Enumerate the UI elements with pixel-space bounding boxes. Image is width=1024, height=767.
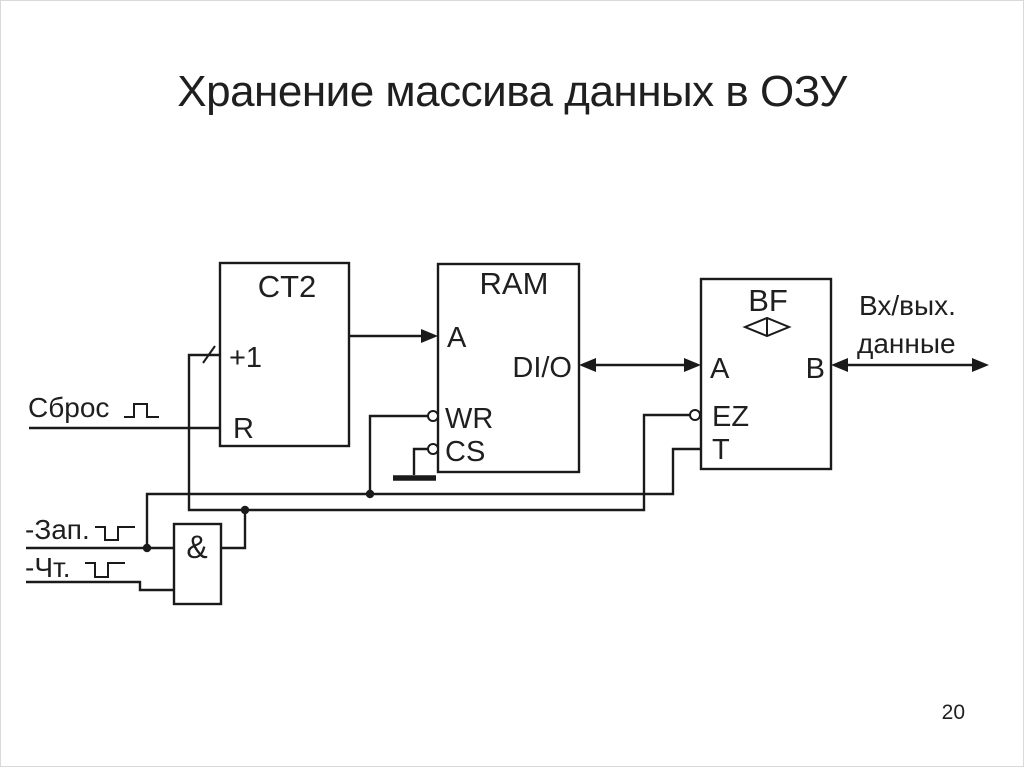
negative-pulse-icon xyxy=(85,562,125,578)
and-output-wire xyxy=(221,510,247,550)
and-gate-label: & xyxy=(186,529,207,565)
arrowhead-left xyxy=(579,358,596,372)
write-t-net xyxy=(145,447,701,548)
junction-dot xyxy=(240,505,250,515)
arrowhead-right xyxy=(684,358,701,372)
bus-label-line1: Вх/вых. xyxy=(859,290,956,321)
pin-chip-select: CS xyxy=(445,436,485,468)
and-gate-block xyxy=(172,522,223,606)
ram-label: RAM xyxy=(480,266,549,301)
buffer-label: BF xyxy=(748,283,788,318)
arrowhead-right xyxy=(972,358,989,372)
bus-label-line2: данные xyxy=(857,328,956,359)
page-number: 20 xyxy=(941,701,965,724)
bidirectional-icon xyxy=(742,316,792,338)
buffer-block xyxy=(699,277,833,471)
pin-reset: R xyxy=(233,413,254,445)
write-signal-label: -Зап. xyxy=(25,514,90,545)
pin-enable: EZ xyxy=(712,401,749,433)
pin-direction: T xyxy=(712,434,730,466)
pin-port-a: A xyxy=(710,353,730,385)
read-wire xyxy=(26,580,174,592)
reset-signal-label: Сброс xyxy=(28,392,109,423)
pin-increment: +1 xyxy=(229,342,262,374)
arrowhead-left xyxy=(831,358,848,372)
inversion-circle-wr xyxy=(427,410,439,422)
pin-write: WR xyxy=(445,403,493,435)
arrowhead-right xyxy=(421,329,438,343)
increment-ez-net xyxy=(187,353,690,512)
slide-title: Хранение массива данных в ОЗУ xyxy=(177,67,847,116)
pin-data: DI/O xyxy=(512,352,572,384)
cs-ground-wire xyxy=(412,447,428,475)
counter-block xyxy=(218,261,351,448)
wr-branch-wire xyxy=(368,414,428,494)
positive-pulse-icon xyxy=(124,403,159,418)
read-signal-label: -Чт. xyxy=(25,552,71,583)
counter-label: CT2 xyxy=(258,269,317,304)
pin-port-b: B xyxy=(806,353,825,385)
pin-address: A xyxy=(447,322,467,354)
inversion-circle-ez xyxy=(689,409,701,421)
ram-block xyxy=(436,262,581,474)
negative-pulse-icon xyxy=(95,526,135,541)
edge-slash-icon xyxy=(202,345,216,364)
inversion-circle-cs xyxy=(427,443,439,455)
